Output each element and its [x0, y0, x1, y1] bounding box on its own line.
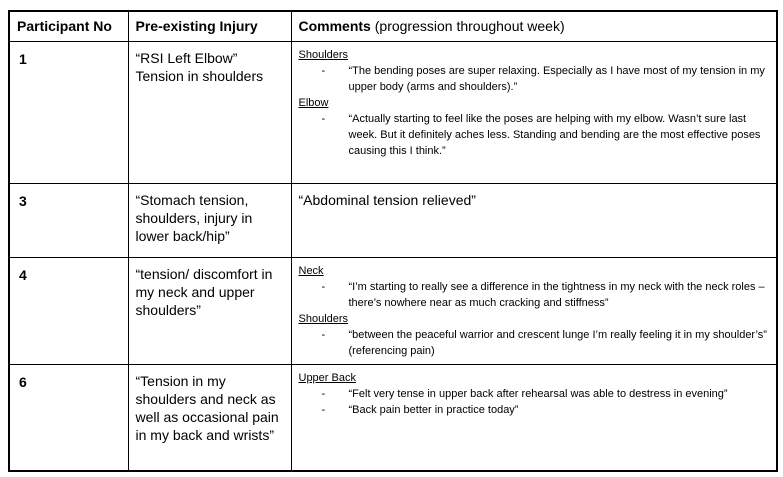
comment-section-heading: Shoulders [298, 312, 349, 325]
participant-no-cell: 3 [8, 182, 129, 258]
header-comments: Comments (progression throughout week) [290, 10, 778, 42]
comment-bullet: “Back pain better in practice today” [299, 402, 769, 418]
participant-no-cell: 4 [8, 256, 129, 365]
comment-bullet: “The bending poses are super relaxing. E… [299, 63, 769, 95]
participant-no-cell: 1 [8, 40, 129, 184]
comment-bullet: “Actually starting to feel like the pose… [299, 111, 769, 159]
comments-cell: Shoulders “The bending poses are super re… [290, 40, 778, 184]
header-row: Participant No Pre-existing Injury Comme… [8, 10, 778, 42]
comment-section-heading: Elbow [298, 96, 329, 109]
comments-cell: Neck “I’m starting to really see a differ… [290, 256, 778, 365]
table-row: 3“Stomach tension, shoulders, injury in … [8, 182, 778, 258]
comment-bullet: “Felt very tense in upper back after reh… [299, 386, 769, 402]
header-comments-bold: Comments [298, 18, 371, 35]
pre-existing-injury-cell: “Tension in my shoulders and neck as wel… [127, 363, 292, 472]
pre-existing-injury-cell: “Stomach tension, shoulders, injury in l… [127, 182, 292, 258]
comments-cell: Upper Back “Felt very tense in upper back… [290, 363, 778, 472]
pre-existing-injury-cell: “RSI Left Elbow” Tension in shoulders [127, 40, 292, 184]
pre-existing-injury-cell: “tension/ discomfort in my neck and uppe… [127, 256, 292, 365]
table-row: 6“Tension in my shoulders and neck as we… [8, 363, 778, 472]
header-participant-no: Participant No [8, 10, 129, 42]
comment-bullet: “I’m starting to really see a difference… [299, 279, 769, 311]
comment-bullet: “between the peaceful warrior and cresce… [299, 327, 769, 359]
comments-cell: “Abdominal tension relieved” [290, 182, 778, 258]
header-comments-subtext: (progression throughout week) [370, 18, 565, 35]
header-pre-existing-injury: Pre-existing Injury [127, 10, 292, 42]
comment-text: “Abdominal tension relieved” [298, 191, 476, 208]
table-header: Participant No Pre-existing Injury Comme… [8, 10, 778, 42]
table-row: 4“tension/ discomfort in my neck and upp… [8, 256, 778, 365]
comment-section-heading: Neck [298, 264, 324, 277]
comment-section-heading: Upper Back [298, 371, 356, 384]
comment-section-heading: Shoulders [298, 48, 349, 61]
participant-progress-table: Participant No Pre-existing Injury Comme… [8, 10, 778, 472]
participant-no-cell: 6 [8, 363, 129, 472]
